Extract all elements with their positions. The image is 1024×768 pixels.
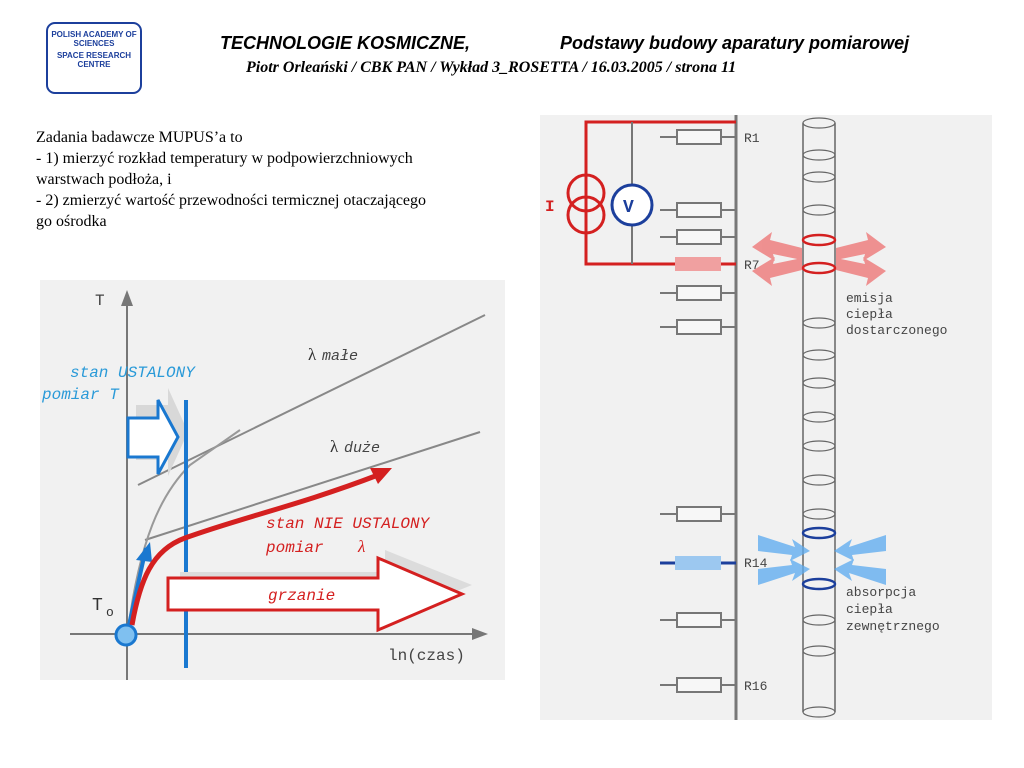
task-line: go ośrodka: [36, 213, 107, 230]
resistor-r1-label: R1: [744, 131, 760, 146]
absorption-label-3: zewnętrznego: [846, 619, 940, 634]
temperature-diagram: T ln(czas) T o λ małe λ duże stan USTALO…: [40, 280, 505, 680]
resistor-r14-label: R14: [744, 556, 768, 571]
lambda-small-symbol: λ: [308, 345, 317, 364]
sensing-resistor-r14: [675, 556, 721, 570]
y-axis-label: T: [95, 292, 105, 310]
task-line: warstwach podłoża, i: [36, 171, 172, 188]
logo-line2: SPACE RESEARCH CENTRE: [56, 51, 132, 69]
pan-space-research-logo: POLISH ACADEMY OF SCIENCES SPACE RESEARC…: [46, 22, 142, 94]
steady-arrow-icon: [126, 399, 180, 475]
unsteady-measure-label: pomiar: [265, 539, 324, 557]
lambda-large-symbol: λ: [330, 437, 339, 456]
heating-arrow-icon: [166, 555, 466, 633]
subject-title: Podstawy budowy aparatury pomiarowej: [560, 33, 910, 53]
research-tasks: Zadania badawcze MUPUS’a to - 1) mierzyć…: [36, 127, 536, 232]
unsteady-state-label: stan NIE USTALONY: [266, 515, 431, 533]
task-line: - 2) zmierzyć wartość przewodności termi…: [36, 192, 427, 209]
t0-label: T: [92, 596, 103, 616]
task-line: - 1) mierzyć rozkład temperatury w podpo…: [36, 150, 413, 167]
heated-resistor-r7: [675, 257, 721, 271]
current-label: I: [545, 198, 555, 216]
steady-state-label: stan USTALONY: [70, 364, 196, 382]
x-axis-label: ln(czas): [388, 647, 465, 665]
resistor-r16-label: R16: [744, 679, 767, 694]
heat-absorption-arrows: [758, 535, 886, 585]
steady-measure-label: pomiar T: [41, 386, 120, 404]
emission-label-2: ciepła: [846, 307, 893, 322]
logo-line1: POLISH ACADEMY OF SCIENCES: [51, 30, 137, 48]
voltmeter-label: V: [623, 198, 634, 218]
t0-subscript: o: [106, 605, 114, 620]
lambda-large-label: duże: [344, 440, 380, 457]
lecture-subtitle: Piotr Orleański / CBK PAN / Wykład 3_ROS…: [246, 59, 737, 76]
heat-emission-arrows: [752, 232, 886, 286]
emission-label-3: dostarczonego: [846, 323, 947, 338]
lambda-small-label: małe: [322, 348, 358, 365]
absorption-label-2: ciepła: [846, 602, 893, 617]
mupus-probe-diagram: I V R1 R7 R14 R16: [540, 115, 992, 720]
absorption-label-1: absorpcja: [846, 585, 916, 600]
emission-label-1: emisja: [846, 291, 893, 306]
unsteady-lambda-symbol: λ: [357, 537, 365, 556]
probe-tube: [802, 117, 836, 718]
current-source-icon: [566, 173, 606, 213]
task-line: Zadania badawcze MUPUS’a to: [36, 129, 243, 146]
voltmeter-icon: [610, 183, 654, 227]
heating-label: grzanie: [268, 587, 335, 605]
course-title: TECHNOLOGIE KOSMICZNE,: [220, 33, 471, 53]
start-point-icon: [114, 623, 138, 647]
